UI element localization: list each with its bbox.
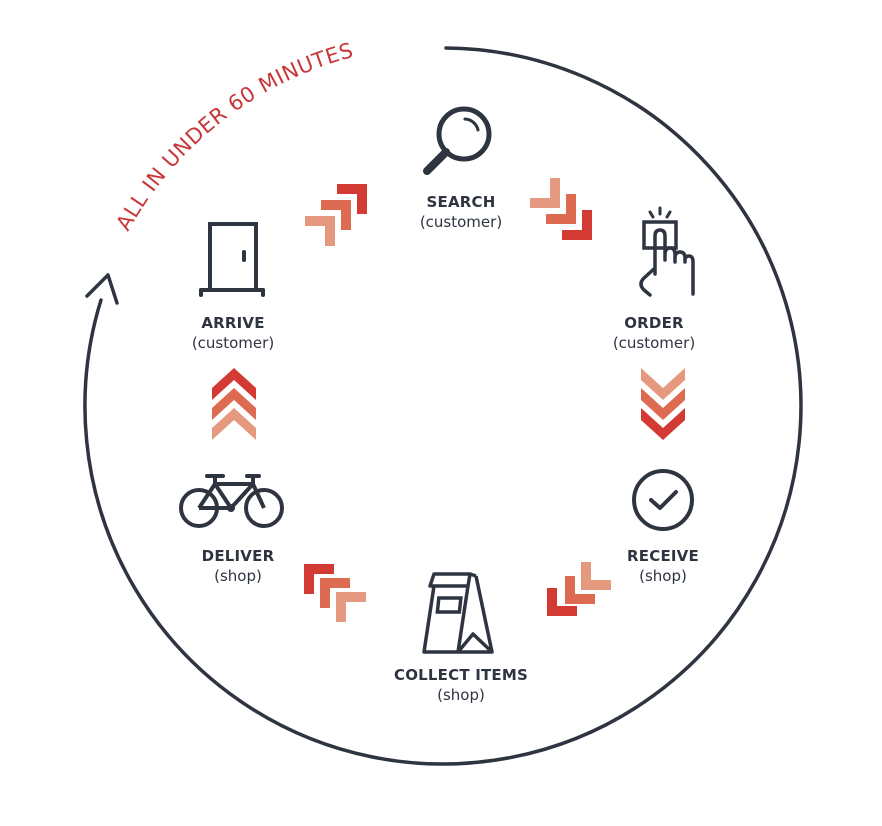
flow-arrow-icon (530, 178, 592, 240)
step-order: ORDER (customer) (613, 313, 695, 353)
step-collect-items: COLLECT ITEMS (shop) (394, 665, 528, 705)
step-search: SEARCH (customer) (420, 192, 502, 232)
step-title: DELIVER (201, 547, 275, 565)
door-icon (199, 222, 265, 297)
step-title: SEARCH (426, 193, 496, 211)
step-receive: RECEIVE (shop) (627, 546, 699, 586)
bicycle-icon (179, 474, 284, 528)
step-title: ORDER (624, 314, 684, 332)
step-role: (shop) (639, 567, 687, 585)
paper-bag-icon (422, 572, 494, 654)
flow-arrow-icon (547, 562, 611, 616)
finger-press-icon (639, 206, 695, 297)
step-title: COLLECT ITEMS (394, 666, 528, 684)
check-circle-icon (632, 469, 694, 531)
flow-arrow-icon (212, 368, 256, 440)
flow-arrow-icon (305, 184, 367, 246)
flow-arrow-icon (641, 368, 685, 440)
arrow-head-icon (85, 273, 119, 305)
step-arrive: ARRIVE (customer) (192, 313, 274, 353)
step-role: (customer) (419, 213, 503, 231)
magnifying-glass-icon (423, 106, 492, 175)
step-deliver: DELIVER (shop) (202, 546, 275, 586)
step-role: (customer) (191, 334, 275, 352)
flow-arrow-icon (304, 564, 366, 622)
step-role: (shop) (437, 686, 485, 704)
step-title: ARRIVE (201, 314, 265, 332)
step-title: RECEIVE (627, 547, 699, 565)
step-role: (customer) (612, 334, 696, 352)
step-role: (shop) (214, 567, 262, 585)
